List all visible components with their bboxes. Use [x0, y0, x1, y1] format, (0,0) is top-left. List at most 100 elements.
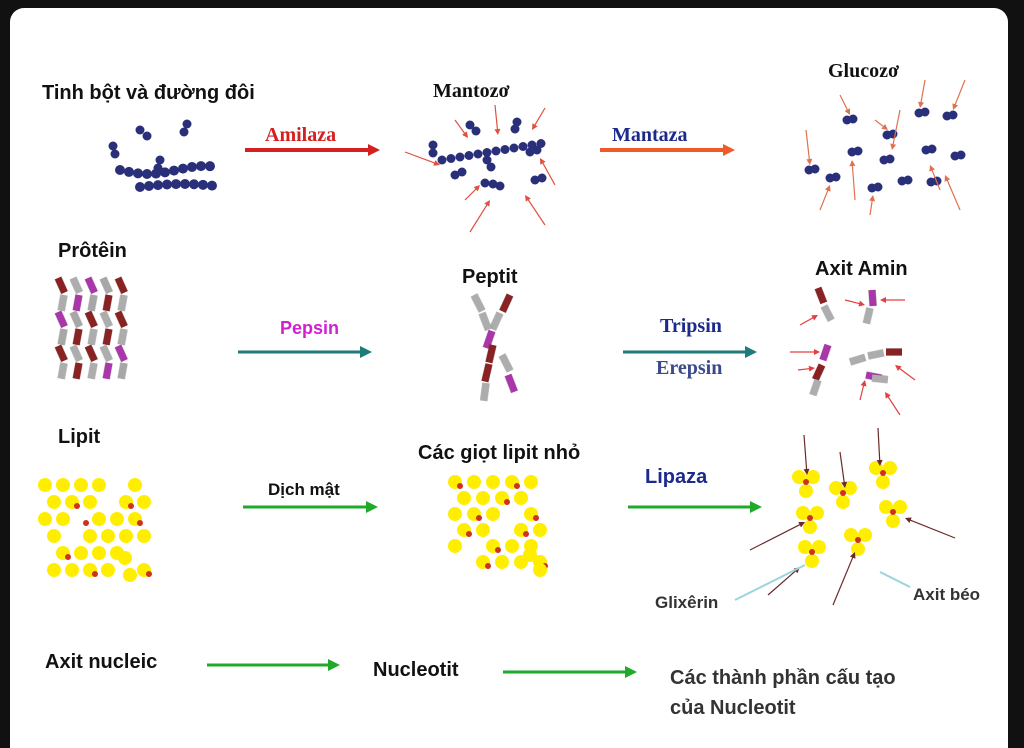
small-lipid-droplet: [524, 475, 538, 489]
label-nucleotide: Nucleotit: [373, 659, 459, 681]
mantaza-attack-arrow: [851, 164, 856, 201]
protein-segment-outline: [72, 294, 83, 312]
protein-segment: [57, 328, 68, 346]
lipid-droplet: [47, 495, 61, 509]
starch-unit: [205, 161, 215, 172]
mantaza-attack-arrow-head: [944, 175, 951, 182]
enzyme-attack-arrow-head: [880, 297, 886, 303]
lipid-droplet: [47, 563, 61, 577]
amino-acid-segment: [848, 353, 867, 366]
enzyme-attack-arrow-head: [473, 185, 480, 192]
lipid-droplet: [137, 495, 151, 509]
maltose-unit: [495, 181, 505, 191]
protein-segment-outline: [69, 276, 84, 295]
protein-segment: [84, 276, 98, 295]
enzyme-attack-arrow-head: [532, 123, 538, 130]
fatty-acid: [829, 481, 843, 495]
glucose-molecule: [873, 182, 883, 192]
protein-segment-outline: [57, 294, 68, 312]
starch-unit: [108, 141, 118, 151]
amino-acid-segment-outline: [819, 343, 832, 362]
starch-unit: [135, 125, 145, 135]
lipid-droplet: [137, 529, 151, 543]
lipase-attack-arrow: [832, 556, 854, 606]
starch-unit: [196, 161, 206, 172]
peptide-segment-outline: [478, 311, 493, 332]
fatty-acid: [810, 506, 824, 520]
small-lipid-droplet: [467, 475, 481, 489]
label-bile: Dịch mật: [268, 480, 340, 499]
maltose-unit: [450, 170, 460, 180]
amino-acid-segment-outline: [862, 307, 874, 325]
label-components-1: Các thành phần cấu tạo: [670, 667, 896, 689]
mantaza-attack-arrow: [946, 179, 961, 211]
lipid-bond: [476, 515, 482, 521]
fatty-acid: [883, 461, 897, 475]
lipase-attack-arrow-head: [849, 552, 856, 559]
fatty-acid: [792, 470, 806, 484]
label-glucose: Glucozơ: [828, 60, 900, 82]
protein-segment: [87, 328, 98, 346]
amino-acid-segment-outline: [871, 374, 889, 384]
enzyme-attack-arrow-head: [433, 160, 440, 166]
fatty-acid: [805, 554, 819, 568]
protein-segment: [99, 276, 113, 295]
lipase-attack-arrow: [877, 427, 881, 462]
protein-segment: [114, 310, 128, 329]
mantaza-attack-arrow: [892, 109, 901, 146]
starch-unit: [142, 131, 152, 141]
enzyme-attack-arrow-head: [484, 200, 490, 207]
fatty-acid: [836, 495, 850, 509]
label-peptide: Peptit: [462, 266, 518, 288]
maltose-unit: [471, 126, 481, 136]
maltose-unit: [518, 142, 528, 151]
small-lipid-droplet: [448, 507, 462, 521]
lipid-droplet: [92, 512, 106, 526]
mantaza-attack-arrow-head: [952, 103, 959, 110]
protein-segment: [99, 310, 113, 329]
small-lipid-droplet: [514, 491, 528, 505]
amino-acid-segment: [868, 289, 877, 307]
mantaza-attack-arrow: [874, 119, 885, 128]
lipase-attack-arrow: [909, 519, 956, 539]
arrow-nucleic-head: [328, 659, 340, 671]
label-amino-acid: Axit Amin: [815, 258, 908, 280]
enzyme-attack-arrow: [533, 107, 546, 127]
enzyme-attack-arrow: [859, 384, 865, 401]
maltose-unit: [457, 167, 467, 177]
protein-segment-outline: [102, 294, 113, 312]
amino-acid-segment: [819, 343, 832, 362]
label-lipid: Lipit: [58, 426, 101, 448]
small-lipid-droplet: [533, 523, 547, 537]
maltose-unit: [482, 148, 492, 157]
mantaza-attack-arrow-head: [929, 165, 936, 172]
peptide-segment: [480, 382, 490, 402]
lipid-bond: [92, 571, 98, 577]
starch-unit: [180, 179, 190, 190]
lipid-bond: [880, 470, 886, 476]
enzyme-attack-arrow: [404, 151, 436, 164]
maltose-unit: [525, 147, 535, 157]
amino-acid-segment-outline: [811, 363, 826, 382]
lipid-droplet: [56, 512, 70, 526]
fatty-acid: [844, 528, 858, 542]
protein-segment-outline: [99, 310, 114, 329]
lipase-attack-arrow: [803, 434, 808, 471]
lipid-droplet: [56, 478, 70, 492]
starch-unit: [144, 181, 154, 192]
amino-acid-segment: [867, 349, 885, 360]
lipid-bond: [890, 509, 896, 515]
maltose-unit: [482, 155, 492, 165]
label-glycerol: Glixêrin: [655, 593, 719, 612]
lipid-droplet: [65, 563, 79, 577]
protein-segment: [72, 362, 83, 380]
arrow-bile-head: [366, 501, 378, 513]
glucose-molecule: [848, 114, 858, 124]
small-lipid-droplet: [495, 555, 509, 569]
maltose-unit: [500, 145, 510, 154]
starch-unit: [198, 179, 208, 190]
enzyme-attack-arrow-head: [540, 158, 546, 165]
mantaza-attack-arrow-head: [869, 195, 876, 202]
glucose-molecule: [920, 107, 930, 117]
mantaza-attack-arrow: [931, 169, 941, 191]
